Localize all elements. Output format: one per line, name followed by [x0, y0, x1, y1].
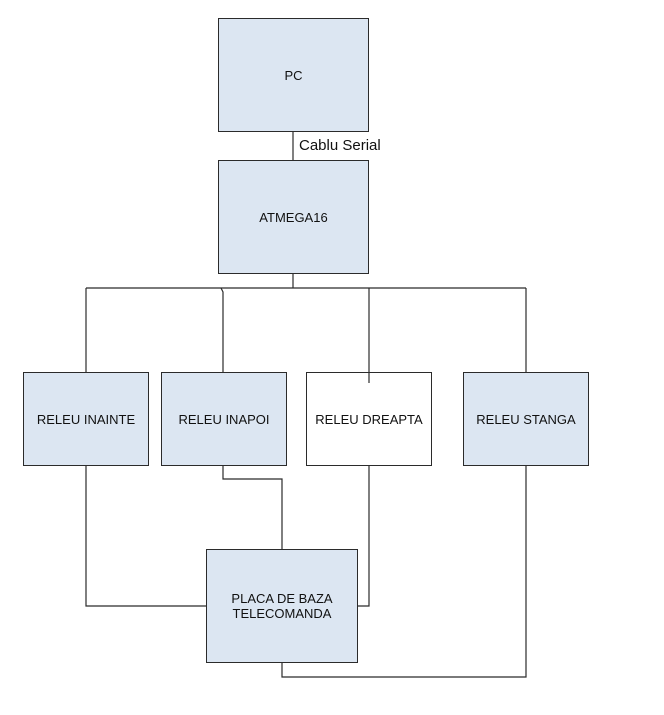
- node-releu-dreapta: RELEU DREAPTA: [306, 372, 432, 466]
- node-atmega16-label: ATMEGA16: [259, 209, 328, 225]
- node-releu-stanga-label: RELEU STANGA: [476, 411, 576, 427]
- node-pc-label: PC: [284, 67, 303, 83]
- node-releu-inainte-label: RELEU INAINTE: [36, 411, 136, 427]
- node-releu-stanga: RELEU STANGA: [463, 372, 589, 466]
- line-releu-stanga-placa: [281, 465, 527, 678]
- node-releu-inainte: RELEU INAINTE: [23, 372, 149, 466]
- line-releu-dreapta-placa: [357, 465, 370, 607]
- node-releu-inapoi-label: RELEU INAPOI: [178, 411, 270, 427]
- edge-label-cablu-serial: Cablu Serial: [299, 137, 381, 154]
- node-atmega16: ATMEGA16: [218, 160, 369, 274]
- line-releu-inapoi-placa: [222, 465, 283, 550]
- node-placa-de-baza-label: PLACA DE BAZA TELECOMANDA: [231, 591, 333, 621]
- line-bus-releu-inapoi: [220, 287, 224, 373]
- line-releu-inainte-placa: [85, 465, 207, 607]
- node-placa-de-baza: PLACA DE BAZA TELECOMANDA: [206, 549, 358, 663]
- node-releu-dreapta-label: RELEU DREAPTA: [315, 411, 423, 427]
- node-pc: PC: [218, 18, 369, 132]
- node-releu-inapoi: RELEU INAPOI: [161, 372, 287, 466]
